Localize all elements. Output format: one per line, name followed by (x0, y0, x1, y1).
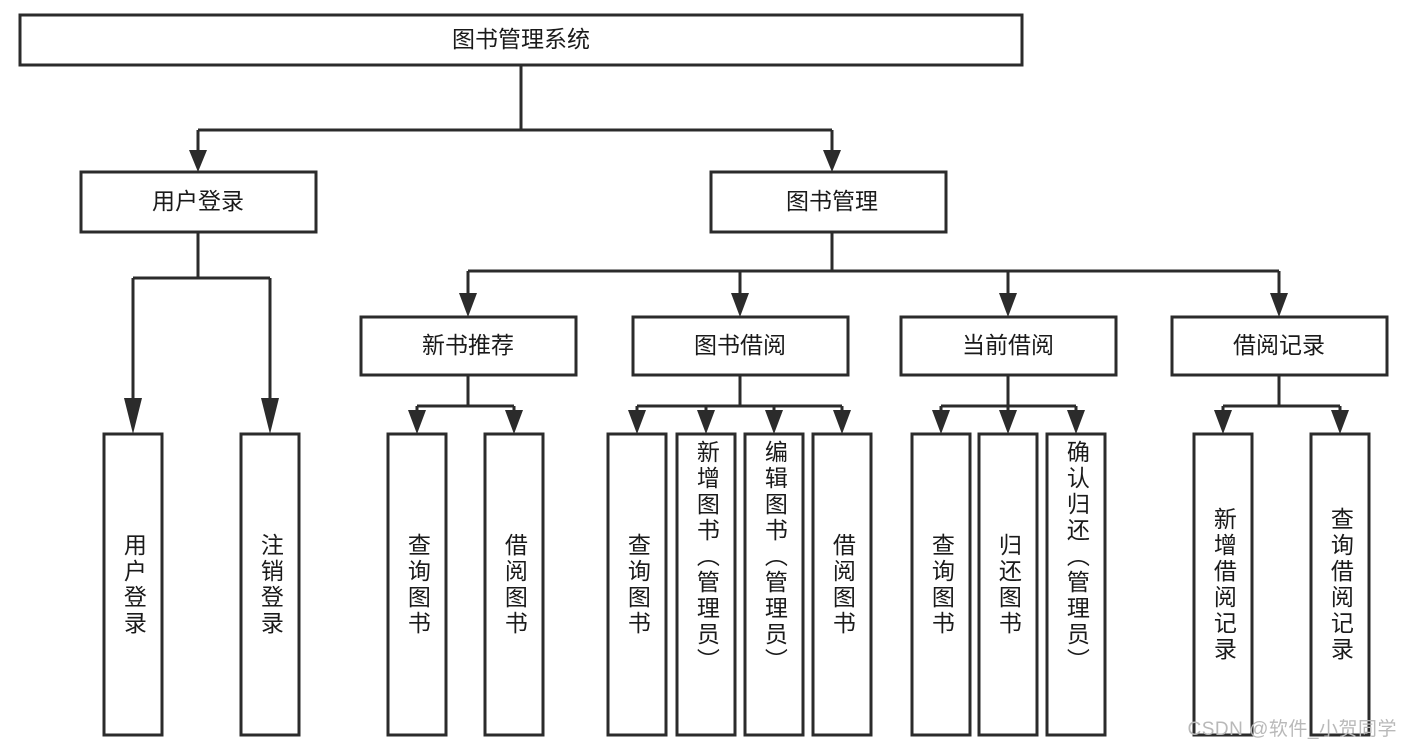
node-new-book-recommend[interactable] (359, 315, 578, 377)
leaf-user-login-0[interactable] (102, 432, 164, 737)
leaf-book-borrow-0[interactable] (606, 432, 668, 737)
watermark: CSDN @软件_小贺同学 (1187, 719, 1397, 740)
connector-borrowrecord-to-leaves (1214, 375, 1349, 434)
leaf-new-book-0[interactable] (386, 432, 448, 737)
leaf-user-login-1[interactable] (239, 432, 301, 737)
node-user-login-label: 用户登录 (152, 188, 244, 214)
leaf-borrow-record-1[interactable] (1309, 432, 1371, 737)
node-root-label: 图书管理系统 (452, 26, 590, 52)
node-root[interactable] (18, 13, 1024, 67)
node-book-borrow[interactable] (631, 315, 850, 377)
leaf-borrow-record-0[interactable] (1192, 432, 1254, 737)
leaf-current-borrow-0[interactable] (910, 432, 972, 737)
connector-bookmgmt-to-level3 (459, 232, 1288, 317)
node-new-book-recommend-label: 新书推荐 (422, 332, 514, 358)
node-borrow-record-label: 借阅记录 (1233, 332, 1325, 358)
leaf-book-borrow-3[interactable] (811, 432, 873, 737)
node-book-management-label: 图书管理 (786, 188, 878, 214)
leaf-new-book-1[interactable] (483, 432, 545, 737)
connector-userlogin-to-leaves (124, 232, 279, 434)
leaf-current-borrow-2[interactable] (1045, 432, 1107, 737)
connector-bookborrow-to-leaves (628, 375, 851, 434)
leaf-current-borrow-1[interactable] (977, 432, 1039, 737)
node-current-borrow-label: 当前借阅 (962, 332, 1054, 358)
leaf-book-borrow-1[interactable] (675, 432, 737, 737)
connector-root-to-level2 (189, 65, 841, 172)
node-book-borrow-label: 图书借阅 (694, 332, 786, 358)
connector-newbook-to-leaves (408, 375, 523, 434)
node-book-management[interactable] (709, 170, 948, 234)
connector-currentborrow-to-leaves (932, 375, 1085, 434)
node-current-borrow[interactable] (899, 315, 1118, 377)
leaf-book-borrow-2[interactable] (743, 432, 805, 737)
node-user-login[interactable] (79, 170, 318, 234)
node-borrow-record[interactable] (1170, 315, 1389, 377)
